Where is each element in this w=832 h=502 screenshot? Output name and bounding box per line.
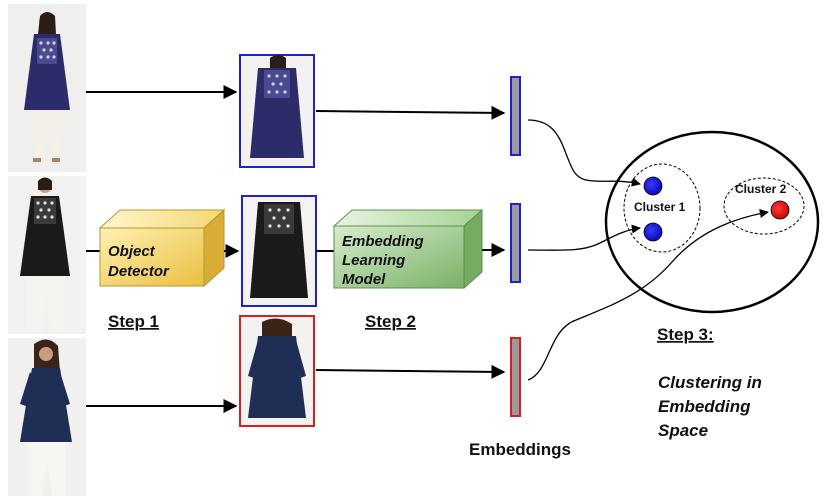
cluster1-point-a xyxy=(643,176,663,196)
object-detector-label-line2: Detector xyxy=(108,263,170,280)
step3-caption-line3: Space xyxy=(658,421,708,440)
input-photo-2 xyxy=(8,176,86,334)
object-detector-label-line1: Object xyxy=(108,243,156,260)
embedding-model-label-line2: Learning xyxy=(342,252,405,269)
step3-label: Step 3: xyxy=(657,325,714,344)
embedding-vector-1 xyxy=(510,76,521,156)
cluster2-label: Cluster 2 xyxy=(735,182,787,196)
object-detector-box xyxy=(98,208,226,288)
embedding-vector-2 xyxy=(510,203,521,283)
crop-2 xyxy=(241,195,317,307)
cluster2-point xyxy=(770,200,790,220)
input-photo-3 xyxy=(8,338,86,496)
embedding-model-label-line1: Embedding xyxy=(342,233,424,250)
crop-1 xyxy=(239,54,315,168)
input-photo-1 xyxy=(8,4,86,172)
step3-caption-line2: Embedding xyxy=(658,397,751,416)
embedding-model-label-line3: Model xyxy=(342,271,386,288)
step2-label: Step 2 xyxy=(365,312,416,331)
connector-embedding2-to-cluster1 xyxy=(527,224,641,251)
embeddings-label: Embeddings xyxy=(469,440,571,459)
cluster1-point-b xyxy=(643,222,663,242)
arrow-crop3-to-embedding3 xyxy=(315,364,506,379)
embedding-vector-3 xyxy=(510,337,521,417)
step3-caption-line1: Clustering in xyxy=(658,373,762,392)
step1-label: Step 1 xyxy=(108,312,159,331)
connector-embedding3-to-cluster2 xyxy=(527,209,769,381)
embedding-model-box xyxy=(332,208,484,290)
crop-3 xyxy=(239,315,315,427)
cluster1-label: Cluster 1 xyxy=(634,200,686,214)
cluster2-boundary xyxy=(723,177,805,235)
cluster1-boundary xyxy=(623,163,701,253)
arrow-crop1-to-embedding1 xyxy=(315,105,506,120)
connector-embedding1-to-cluster1 xyxy=(527,119,641,187)
embedding-space-ellipse xyxy=(604,130,820,314)
